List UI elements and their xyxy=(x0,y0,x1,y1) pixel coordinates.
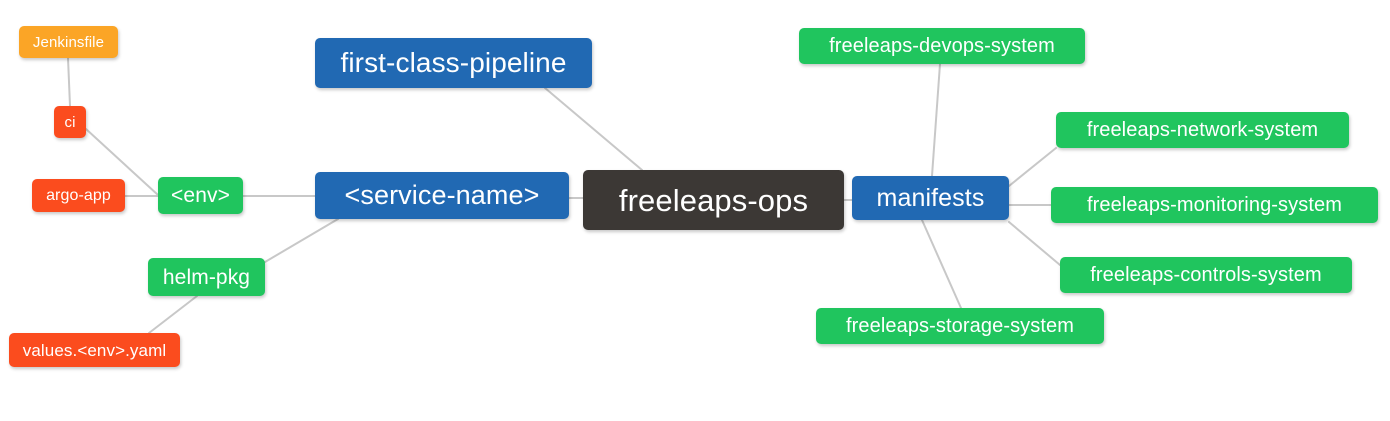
node-jenkinsfile[interactable]: Jenkinsfile xyxy=(19,26,118,58)
node-label: ci xyxy=(64,113,76,131)
node-label: <env> xyxy=(171,184,230,207)
node-label: argo-app xyxy=(46,186,111,204)
edge-freeleaps-devops-system-to-manifests xyxy=(931,63,941,177)
edge-freeleaps-network-system-to-manifests xyxy=(1008,147,1057,187)
node-argo-app[interactable]: argo-app xyxy=(32,179,125,212)
node-label: first-class-pipeline xyxy=(340,47,567,78)
node-manifests[interactable]: manifests xyxy=(852,176,1009,220)
node-label: <service-name> xyxy=(344,180,540,210)
edge-jenkinsfile-to-ci xyxy=(67,57,71,107)
node-label: freeleaps-storage-system xyxy=(845,315,1075,337)
node-label: helm-pkg xyxy=(162,265,251,289)
node-label: freeleaps-devops-system xyxy=(829,35,1055,57)
node-service-name[interactable]: <service-name> xyxy=(315,172,569,219)
node-label: values.<env>.yaml xyxy=(22,340,167,360)
node-label: freeleaps-controls-system xyxy=(1090,264,1322,286)
edge-helm-pkg-to-service-name xyxy=(264,218,339,263)
node-freeleaps-controls-system[interactable]: freeleaps-controls-system xyxy=(1060,257,1352,293)
edge-values-yaml-to-helm-pkg xyxy=(148,295,198,334)
node-label: freeleaps-monitoring-system xyxy=(1086,194,1342,216)
node-label: freeleaps-network-system xyxy=(1086,119,1319,141)
edge-first-class-pipeline-to-freeleaps-ops xyxy=(544,87,643,171)
node-freeleaps-ops[interactable]: freeleaps-ops xyxy=(583,170,844,230)
edge-freeleaps-controls-system-to-manifests xyxy=(1008,221,1061,266)
node-env[interactable]: <env> xyxy=(158,177,243,214)
node-label: manifests xyxy=(876,183,985,212)
node-label: freeleaps-ops xyxy=(618,182,809,218)
node-first-class-pipeline[interactable]: first-class-pipeline xyxy=(315,38,592,88)
node-freeleaps-storage-system[interactable]: freeleaps-storage-system xyxy=(816,308,1104,344)
node-values-yaml[interactable]: values.<env>.yaml xyxy=(9,333,180,367)
node-ci[interactable]: ci xyxy=(54,106,86,138)
node-freeleaps-devops-system[interactable]: freeleaps-devops-system xyxy=(799,28,1085,64)
node-helm-pkg[interactable]: helm-pkg xyxy=(148,258,265,296)
node-freeleaps-network-system[interactable]: freeleaps-network-system xyxy=(1056,112,1349,148)
node-freeleaps-monitoring-system[interactable]: freeleaps-monitoring-system xyxy=(1051,187,1378,223)
edge-freeleaps-storage-system-to-manifests xyxy=(921,219,962,309)
node-label: Jenkinsfile xyxy=(32,33,105,51)
